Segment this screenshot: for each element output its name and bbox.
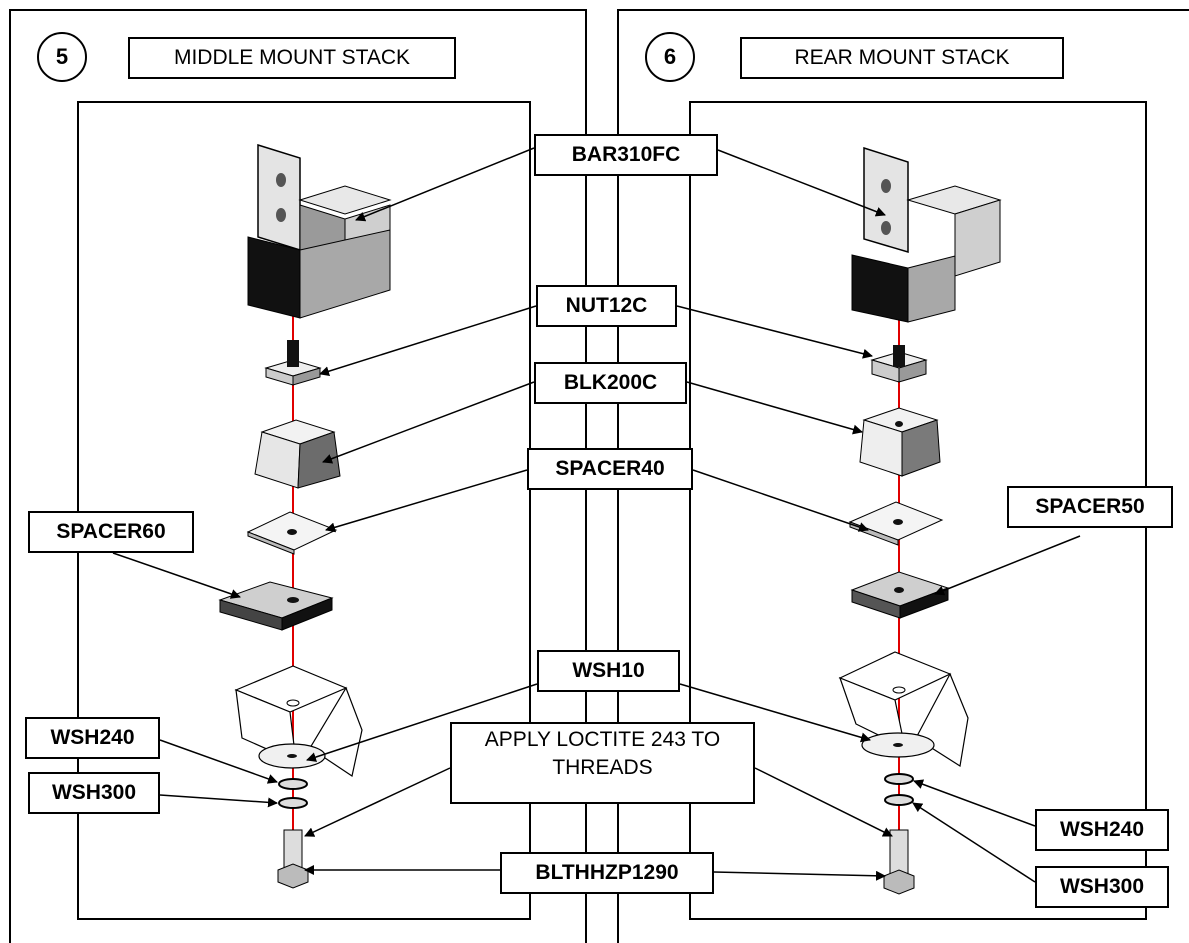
label-bar310fc: BAR310FC [534, 134, 718, 176]
leader-wsh300-left [159, 794, 278, 808]
right-bar310fc-bracket [851, 146, 1002, 323]
leader-bolt-right [713, 870, 886, 881]
leader-blk200c-left [322, 381, 535, 464]
panel-6-title-text: REAR MOUNT STACK [794, 46, 1010, 69]
left-wsh240-washer [278, 778, 308, 790]
label-wsh300-left: WSH300 [28, 772, 160, 814]
left-spacer60 [218, 581, 334, 631]
step-5-circle: 5 [37, 32, 87, 82]
loctite-note-line1: APPLY LOCTITE 243 TO [484, 728, 721, 751]
label-wsh300-right: WSH300 [1035, 866, 1169, 908]
leader-spacer40-left [325, 469, 528, 533]
leader-lines [112, 147, 1081, 883]
leader-wsh10-left [306, 683, 538, 762]
leader-nut12c-left [319, 305, 537, 377]
label-blthhzp1290: BLTHHZP1290 [500, 852, 714, 894]
left-nut12c [264, 340, 322, 386]
left-wsh300-washer [278, 797, 308, 809]
leader-spacer60 [112, 552, 241, 599]
left-spacer40 [246, 511, 338, 555]
label-wsh240-right: WSH240 [1035, 809, 1169, 851]
left-bolt [277, 829, 309, 889]
leader-bar310fc-left [355, 147, 535, 222]
left-blk200c [254, 419, 341, 489]
loctite-note: APPLY LOCTITE 243 TO THREADS [450, 722, 755, 804]
panel-5-inner-frame [77, 101, 531, 920]
panel-5-title: MIDDLE MOUNT STACK [128, 37, 456, 79]
right-bolt [883, 829, 915, 895]
label-wsh10: WSH10 [537, 650, 680, 692]
step-6-circle: 6 [645, 32, 695, 82]
panel-6-title: REAR MOUNT STACK [740, 37, 1064, 79]
right-spacer50 [850, 571, 950, 619]
step-6-number: 6 [663, 44, 677, 69]
label-blk200c: BLK200C [534, 362, 687, 404]
label-spacer50: SPACER50 [1007, 486, 1173, 528]
leader-loctite-left [304, 767, 451, 837]
right-spacer40 [848, 501, 944, 546]
step-5-number: 5 [55, 44, 69, 69]
label-spacer60: SPACER60 [28, 511, 194, 553]
leader-wsh300-right [912, 802, 1036, 883]
right-wsh300-washer [884, 794, 914, 806]
label-spacer40: SPACER40 [527, 448, 693, 490]
leader-spacer50 [934, 535, 1081, 596]
leader-wsh10-right [679, 683, 871, 743]
leader-loctite-right [754, 767, 893, 837]
leader-nut12c-right [676, 305, 873, 359]
right-blk200c [859, 407, 941, 477]
panel-5-title-text: MIDDLE MOUNT STACK [173, 46, 411, 69]
leader-wsh240-left [159, 739, 278, 784]
left-bar310fc-bracket [247, 143, 392, 319]
leader-spacer40-right [692, 469, 869, 532]
leader-wsh240-right [913, 779, 1036, 827]
right-nut12c [870, 345, 928, 383]
leader-blk200c-right [686, 381, 863, 435]
leader-bar310fc-right [717, 149, 886, 217]
label-nut12c: NUT12C [536, 285, 677, 327]
right-wsh240-washer [884, 773, 914, 785]
label-wsh240-left: WSH240 [25, 717, 160, 759]
loctite-note-line2: THREADS [552, 756, 653, 779]
